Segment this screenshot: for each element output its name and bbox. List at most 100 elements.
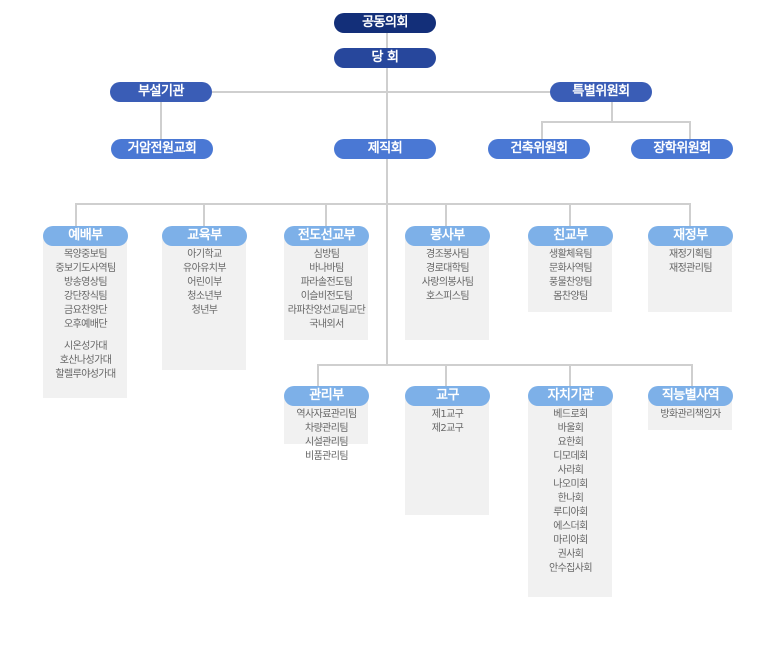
node-assembly[interactable]: 공동의회 [334,13,436,33]
team-item[interactable]: 권사회 [557,549,584,560]
team-item[interactable]: 파라솔전도팀 [300,277,353,288]
team-item[interactable]: 풍물찬양팀 [548,277,593,288]
node-officers[interactable]: 제직회 [334,139,436,159]
connector-line [689,203,691,226]
connector-line [212,91,550,93]
team-item[interactable]: 사랑의봉사팀 [421,277,474,288]
team-item[interactable]: 강단장식팀 [63,291,108,302]
team-item[interactable]: 심방팀 [313,249,340,260]
team-item[interactable]: 바울회 [557,423,584,434]
team-item[interactable]: 안수집사회 [548,563,593,574]
department-box [405,396,489,515]
team-item[interactable]: 루디아회 [553,507,588,518]
department-title[interactable]: 봉사부 [405,226,490,246]
team-item[interactable]: 유아유치부 [182,263,227,274]
team-item[interactable]: 에스더회 [553,521,588,532]
connector-line [611,102,613,123]
team-item[interactable]: 사라회 [557,465,584,476]
team-list: 방화관리책임자 [648,406,733,422]
team-item[interactable]: 어린이부 [187,277,222,288]
team-item[interactable]: 방송영상팀 [63,277,108,288]
node-geoam-church[interactable]: 거암전원교회 [111,139,213,159]
team-item[interactable]: 한나회 [557,493,584,504]
team-item[interactable]: 청년부 [191,305,218,316]
node-special-committee[interactable]: 특별위원회 [550,82,652,102]
team-item[interactable]: 바나바팀 [309,263,344,274]
team-item[interactable]: 마리아회 [553,535,588,546]
connector-line [691,364,693,386]
department-title[interactable]: 예배부 [43,226,128,246]
team-item[interactable]: 국내외서 [309,319,344,330]
node-session[interactable]: 당 회 [334,48,436,68]
team-item[interactable]: 경로대학팀 [425,263,470,274]
department-box [528,236,612,312]
node-building-committee[interactable]: 건축위원회 [488,139,590,159]
team-item[interactable]: 호스피스팀 [425,291,470,302]
team-item[interactable]: 비품관리팀 [304,451,349,462]
team-item[interactable]: 베드로회 [553,409,588,420]
department-title[interactable]: 친교부 [528,226,613,246]
department-box [162,236,246,370]
department-title[interactable]: 직능별사역 [648,386,733,406]
team-item[interactable]: 이슬비전도팀 [300,291,353,302]
team-item[interactable]: 중보기도사역팀 [55,263,116,274]
team-item[interactable]: 몸찬양팀 [553,291,588,302]
node-scholarship-committee[interactable]: 장학위원회 [631,139,733,159]
department-title[interactable]: 재정부 [648,226,733,246]
team-item[interactable]: 문화사역팀 [548,263,593,274]
team-item[interactable]: 금요찬양단 [63,305,108,316]
team-item[interactable]: 오후예배단 [63,319,108,330]
team-item[interactable]: 시설관리팀 [304,437,349,448]
connector-line [203,203,205,226]
team-item[interactable]: 재정관리팀 [668,263,713,274]
department-title[interactable]: 자치기관 [528,386,613,406]
team-item[interactable]: 할렐루야성가대 [55,369,116,380]
department-box [284,236,368,340]
team-item[interactable]: 나오미회 [553,479,588,490]
department-title[interactable]: 교육부 [162,226,247,246]
connector-line [75,203,77,226]
department-title[interactable]: 관리부 [284,386,369,406]
department-title[interactable]: 전도선교부 [284,226,369,246]
team-item[interactable]: 재정기획팀 [668,249,713,260]
node-affiliated[interactable]: 부설기관 [110,82,212,102]
department-box [528,396,612,597]
connector-line [689,121,691,139]
connector-line [386,33,388,366]
connector-line [317,364,693,366]
team-item[interactable]: 라파찬양선교팀교단 [287,305,366,316]
team-item[interactable]: 생활체육팀 [548,249,593,260]
team-item[interactable]: 디모데회 [553,451,588,462]
team-item[interactable]: 제1교구 [431,409,464,420]
team-item[interactable]: 목양중보팀 [63,249,108,260]
connector-line [445,203,447,226]
department-box [648,236,732,312]
team-item[interactable]: 요한회 [557,437,584,448]
team-item[interactable]: 경조봉사팀 [425,249,470,260]
team-item[interactable]: 역사자료관리팀 [296,409,357,420]
connector-line [445,364,447,386]
team-item[interactable]: 차량관리팀 [304,423,349,434]
team-item[interactable]: 시온성가대 [63,341,108,352]
team-item[interactable]: 아기학교 [187,249,222,260]
team-item[interactable]: 제2교구 [431,423,464,434]
connector-line [569,203,571,226]
department-box [405,236,489,340]
team-item[interactable]: 방화관리책임자 [660,409,721,420]
team-item[interactable]: 호산나성가대 [59,355,112,366]
department-title[interactable]: 교구 [405,386,490,406]
team-item[interactable]: 청소년부 [187,291,222,302]
connector-line [75,203,691,205]
